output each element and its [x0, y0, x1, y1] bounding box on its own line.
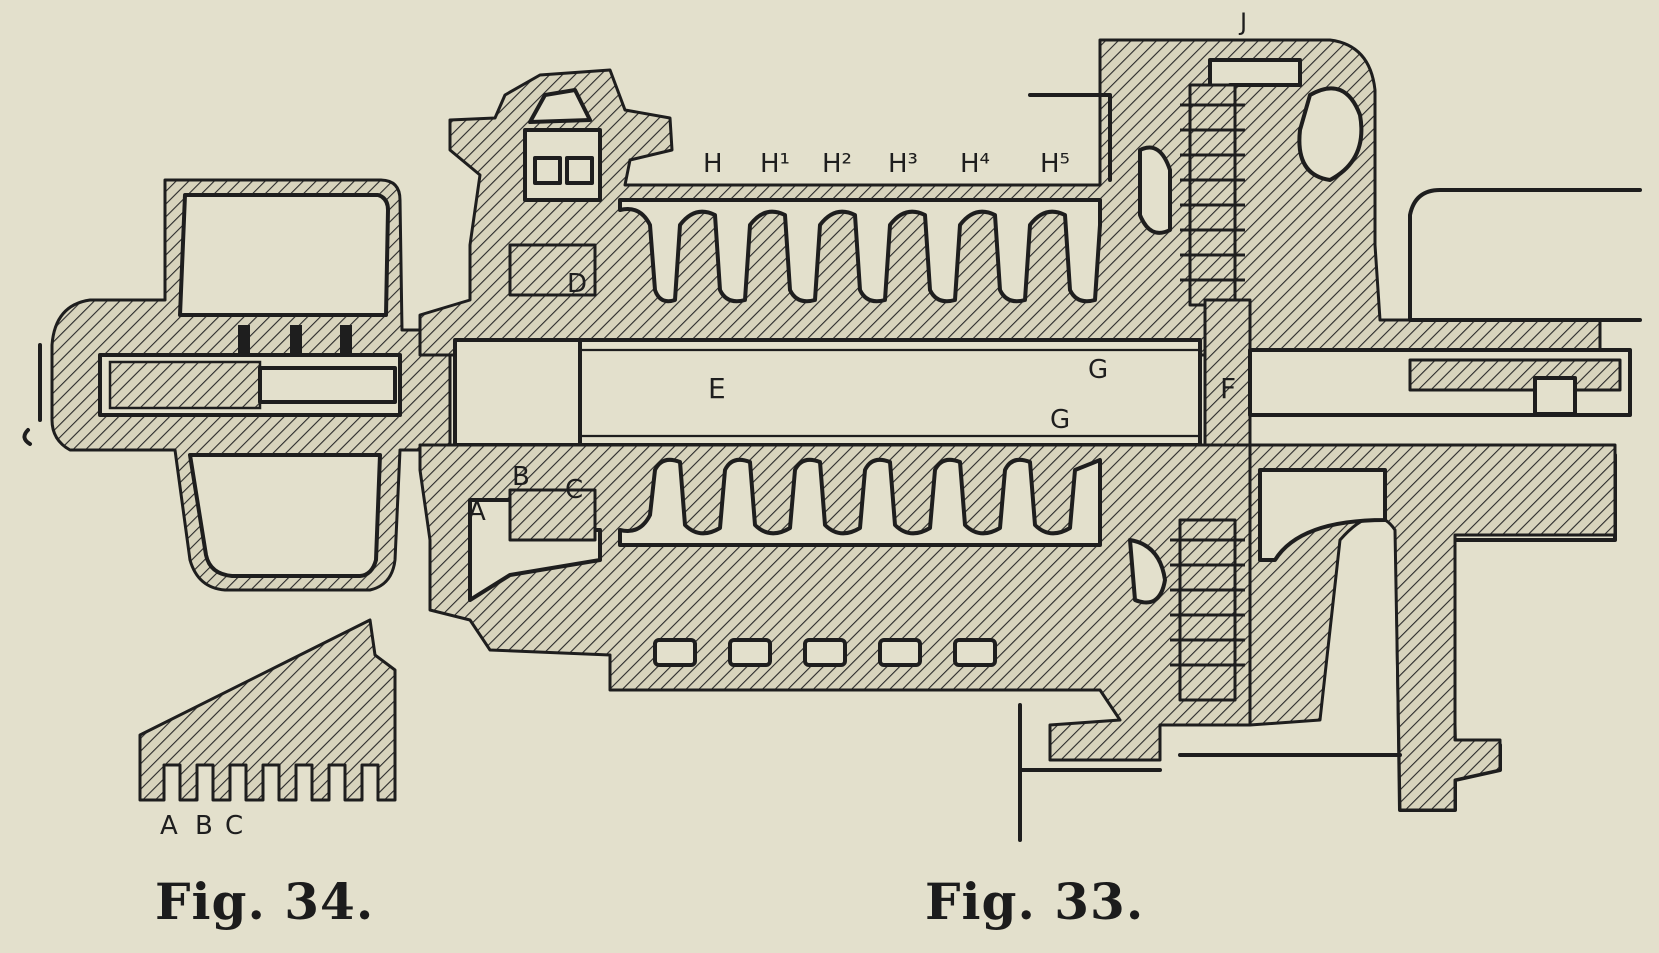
lower-packing-abc [508, 488, 597, 542]
label-A: A [468, 497, 486, 527]
lower-comb-teeth [1170, 538, 1245, 667]
left-housing-lower-cavity [188, 453, 382, 578]
label-D: D [567, 269, 587, 299]
lower-cells [653, 638, 997, 667]
fig33-labels: H H¹ H² H³ H⁴ H⁵ J D E F G G A B C [468, 8, 1247, 527]
rotor-hub-left [453, 338, 582, 447]
oil-hole-3 [340, 325, 352, 355]
lower-blade-passages [618, 457, 1102, 547]
governor-link [22, 343, 42, 446]
valve-port-1 [533, 156, 562, 185]
label-G-lower: G [1050, 405, 1070, 435]
rotor-drum [578, 338, 1202, 447]
label-H5: H⁵ [1040, 149, 1070, 179]
right-coupling-slot [1533, 376, 1577, 416]
upper-packing-d [508, 243, 597, 297]
lower-inlet-cavity [1128, 538, 1167, 605]
label-E: E [708, 372, 726, 405]
right-inlet-cavity-upper [1297, 86, 1364, 182]
lower-casing [418, 443, 1252, 762]
foundation-lines [1018, 703, 1402, 842]
valve-port-2 [565, 156, 594, 185]
caption-fig-34: Fig. 34. [155, 872, 375, 931]
left-housing-cavity [178, 193, 390, 317]
upper-comb-teeth [1180, 103, 1245, 282]
oil-hole-1 [238, 325, 250, 355]
right-packing [1408, 358, 1622, 392]
valve-bonnet [528, 88, 592, 124]
label-J: J [1238, 8, 1247, 36]
fig34-drawing [138, 618, 397, 802]
fig34-label-C: C [225, 811, 243, 841]
label-H2: H² [822, 149, 852, 179]
packing-comb-profile [138, 618, 397, 802]
oil-hole-2 [290, 325, 302, 355]
label-H: H [703, 149, 723, 179]
label-F: F [1220, 372, 1236, 405]
label-C: C [565, 475, 583, 505]
fig33-drawing [22, 38, 1642, 842]
lower-thrust-comb [1178, 518, 1237, 702]
label-G-upper: G [1088, 355, 1108, 385]
right-inlet-cavity-mid [1138, 145, 1172, 235]
label-H1: H¹ [760, 149, 790, 179]
upper-thrust-comb [1188, 83, 1237, 307]
fig34-labels: A B C [160, 811, 243, 841]
caption-fig-33: Fig. 33. [925, 872, 1145, 931]
left-packing [108, 360, 262, 410]
label-H4: H⁴ [960, 149, 990, 179]
right-lower-cavity [1258, 468, 1387, 562]
upper-blade-passages [618, 198, 1102, 304]
fig34-label-B: B [195, 811, 213, 841]
label-H3: H³ [888, 149, 918, 179]
label-B: B [512, 462, 530, 492]
fig34-label-A: A [160, 811, 178, 841]
casing-outline-step [1028, 93, 1112, 182]
left-journal [258, 366, 397, 404]
right-lower-casing [1248, 443, 1617, 812]
